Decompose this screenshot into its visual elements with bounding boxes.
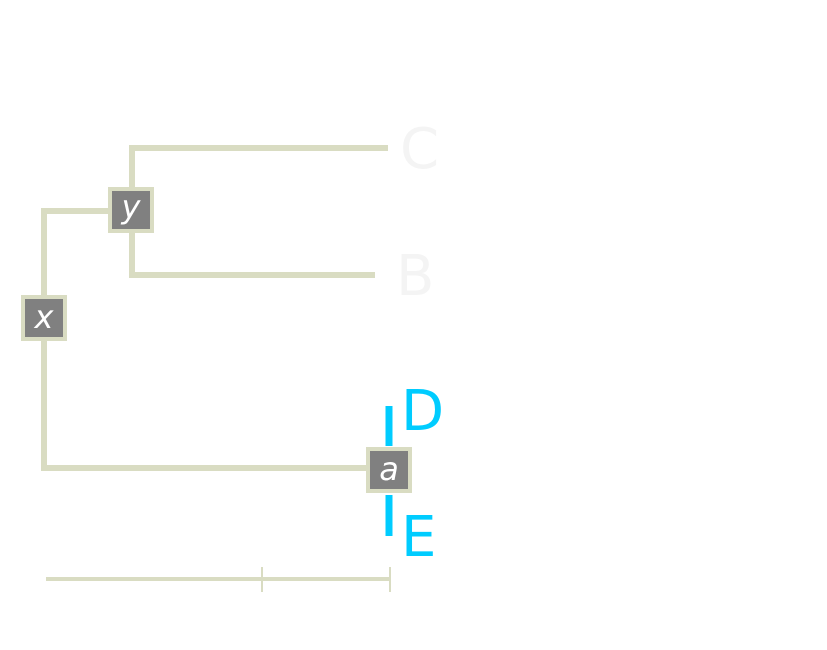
leaf-label-c: C (400, 117, 439, 182)
branch-x-y (41, 208, 132, 322)
node-a-box (366, 447, 412, 493)
branch-y-c (129, 145, 388, 211)
leaf-label-d: D (401, 379, 444, 444)
node-x[interactable]: x (21, 295, 67, 341)
leaf-label-b: B (396, 244, 434, 309)
branch-x-a (41, 322, 389, 471)
node-x-box (21, 295, 67, 341)
branch-y-b (129, 211, 375, 278)
node-x-label: x (34, 298, 55, 336)
node-y-label: y (121, 188, 142, 226)
node-y-box (108, 187, 154, 233)
node-a[interactable]: a (366, 447, 412, 493)
node-a-label: a (379, 450, 399, 488)
leaf-label-e: E (401, 505, 436, 570)
node-y[interactable]: y (108, 187, 154, 233)
